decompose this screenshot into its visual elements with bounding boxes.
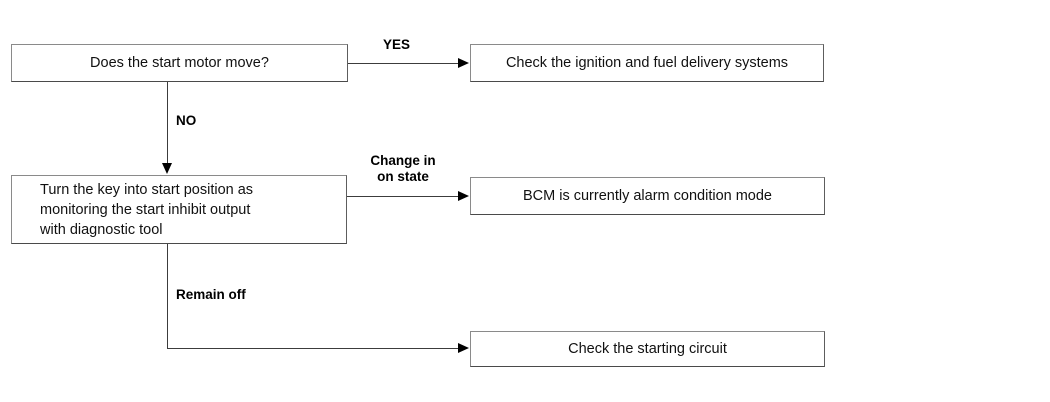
connector-remain-off-vline: [167, 244, 168, 349]
connector-yes-line: [348, 63, 460, 64]
node-bcm-alarm-condition-label: BCM is currently alarm condition mode: [522, 188, 772, 204]
node-check-starting-circuit[interactable]: Check the starting circuit: [470, 331, 825, 367]
connector-change-on-state-line: [347, 196, 459, 197]
edge-label-yes: YES: [383, 37, 411, 52]
node-turn-key-instruction-label: Turn the key into start position as moni…: [40, 181, 254, 238]
edge-label-change-in-on-state: Change in on state: [370, 153, 436, 184]
connector-remain-off-hline: [167, 348, 459, 349]
connector-remain-off-arrowhead: [458, 342, 469, 353]
edge-label-remain-off: Remain off: [176, 287, 246, 302]
connector-no-arrowhead: [161, 163, 172, 174]
node-check-starting-circuit-label: Check the starting circuit: [568, 341, 727, 357]
connector-no-line: [167, 82, 168, 164]
node-check-ignition-fuel-label: Check the ignition and fuel delivery sys…: [505, 55, 789, 71]
node-start-motor-question-label: Does the start motor move?: [90, 55, 269, 71]
node-check-ignition-fuel[interactable]: Check the ignition and fuel delivery sys…: [470, 44, 824, 82]
node-turn-key-instruction[interactable]: Turn the key into start position as moni…: [11, 175, 347, 244]
node-start-motor-question[interactable]: Does the start motor move?: [11, 44, 348, 82]
edge-label-no: NO: [176, 113, 197, 128]
connector-change-on-state-arrowhead: [458, 190, 469, 201]
connector-yes-arrowhead: [458, 57, 469, 68]
node-bcm-alarm-condition[interactable]: BCM is currently alarm condition mode: [470, 177, 825, 215]
